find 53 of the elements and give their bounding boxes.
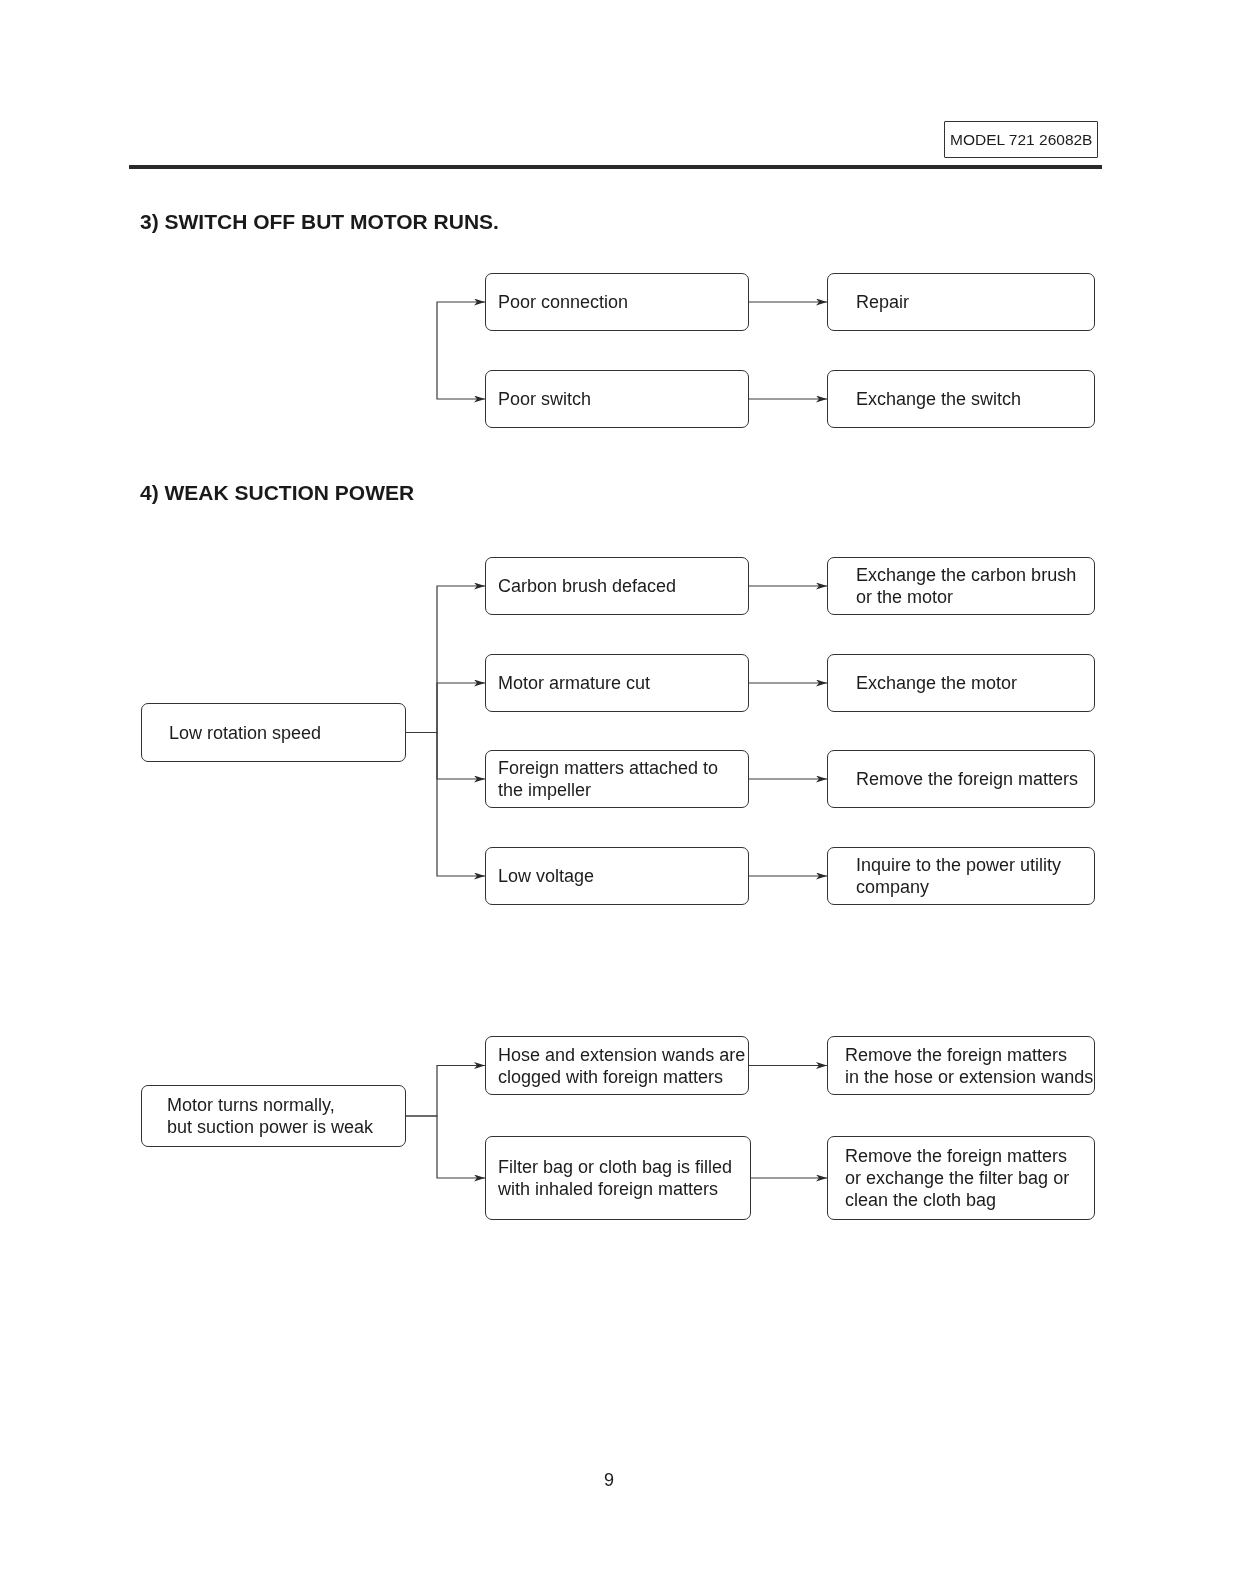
connector-arrow <box>436 349 486 403</box>
connector-arrow <box>748 582 828 590</box>
box-text: Repair <box>856 291 910 313</box>
connector-arrow <box>748 775 828 783</box>
connector-arrow <box>405 731 486 880</box>
symptom-box <box>141 1085 406 1147</box>
connector-arrow <box>748 679 828 687</box>
box-text: Motor armature cut <box>498 672 651 694</box>
box-text: Poor connection <box>498 291 629 313</box>
remedy-box <box>827 557 1095 615</box>
cause-box <box>485 654 749 712</box>
section-heading: 3) SWITCH OFF BUT MOTOR RUNS. <box>140 209 499 235</box>
cause-box <box>485 847 749 905</box>
box-text: Remove the foreign matters <box>856 768 1079 790</box>
connector-arrow <box>748 298 828 306</box>
box-text: Poor switch <box>498 388 592 410</box>
box-text: Motor turns normally, but suction power is weak <box>167 1094 374 1138</box>
box-text: Hose and extension wands are clogged with foreign matters <box>498 1043 746 1088</box>
cause-box <box>485 750 749 808</box>
remedy-box <box>827 370 1095 428</box>
page-number: 9 <box>604 1469 614 1491</box>
box-text: Exchange the carbon brush or the motor <box>856 564 1077 608</box>
remedy-box <box>827 273 1095 331</box>
cause-box <box>485 1036 749 1095</box>
remedy-box <box>827 1136 1095 1220</box>
section-heading: 4) WEAK SUCTION POWER <box>140 480 415 506</box>
connector-arrow <box>748 872 828 880</box>
cause-box <box>485 273 749 331</box>
box-text: Filter bag or cloth bag is filled with inhaled foreign matters <box>498 1156 733 1200</box>
cause-box <box>485 1136 751 1220</box>
connector-arrow <box>750 1174 828 1182</box>
model-number-box <box>944 121 1098 158</box>
box-text: Carbon brush defaced <box>498 575 677 597</box>
box-text: Low rotation speed <box>169 721 322 744</box>
box-text: MODEL 721 26082B <box>950 129 1093 150</box>
box-text: Inquire to the power utility company <box>856 854 1062 898</box>
connector-arrow <box>405 1115 486 1182</box>
remedy-box <box>827 1036 1095 1095</box>
symptom-box <box>141 703 406 762</box>
remedy-box <box>827 847 1095 905</box>
box-text: Low voltage <box>498 865 595 887</box>
box-text: Remove the foreign matters or exchange the filter bag or clean the cloth bag <box>845 1145 1070 1211</box>
cause-box <box>485 557 749 615</box>
box-text: Foreign matters attached to the impeller <box>498 757 719 801</box>
box-text: Exchange the switch <box>856 388 1022 410</box>
box-text: Exchange the motor <box>856 672 1018 694</box>
remedy-box <box>827 654 1095 712</box>
connector-arrow <box>748 395 828 403</box>
remedy-box <box>827 750 1095 808</box>
cause-box <box>485 370 749 428</box>
connector-arrow <box>436 298 486 351</box>
connector-arrow <box>748 1062 828 1069</box>
box-text: Remove the foreign matters in the hose or extension wands <box>845 1043 1094 1088</box>
